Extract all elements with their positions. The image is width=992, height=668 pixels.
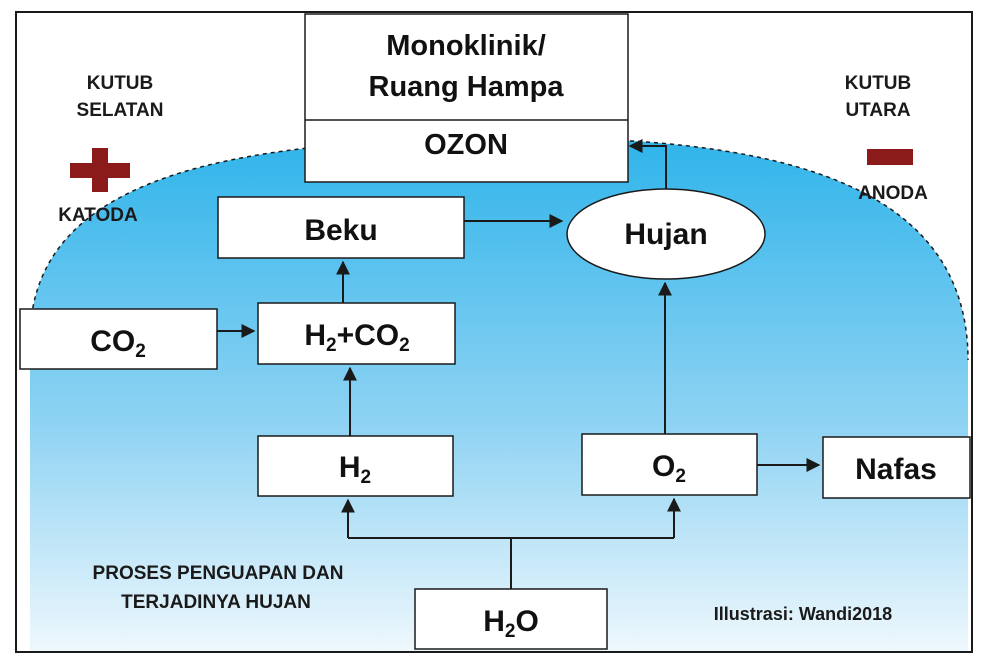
o2-node: O2 <box>581 433 758 496</box>
co2-label: CO2 <box>90 325 146 362</box>
outer-frame <box>15 11 973 653</box>
h2-node: H2 <box>257 435 454 497</box>
caption-line1: PROSES PENGUAPAN DAN <box>93 563 344 584</box>
minus-icon <box>867 149 913 165</box>
right-pole-line2: UTARA <box>845 100 910 121</box>
ozon-label: OZON <box>424 129 508 161</box>
top-box-line2: Ruang Hampa <box>369 71 565 103</box>
hujan-label: Hujan <box>624 218 707 251</box>
h2o-label: H2O <box>483 605 539 642</box>
cathode-label: KATODA <box>58 205 138 226</box>
o2-label: O2 <box>652 450 686 487</box>
plus-icon <box>70 148 130 192</box>
h2-label: H2 <box>339 451 371 488</box>
arrow-hujan-to-ozon <box>628 139 667 189</box>
connectors <box>217 139 821 589</box>
top-box: Monoklinik/ Ruang Hampa OZON <box>304 13 629 183</box>
h2-co2-node: H2+CO2 <box>257 302 456 365</box>
beku-node: Beku <box>217 196 465 259</box>
nafas-node: Nafas <box>822 436 971 499</box>
nafas-label: Nafas <box>855 453 937 486</box>
h2o-node: H2O <box>414 588 608 650</box>
left-pole: KUTUB SELATAN KATODA <box>58 73 163 226</box>
beku-label: Beku <box>304 214 377 247</box>
left-pole-line2: SELATAN <box>77 100 164 121</box>
caption-line2: TERJADINYA HUJAN <box>121 592 311 613</box>
credit-text: Illustrasi: Wandi2018 <box>714 604 892 624</box>
top-box-line1: Monoklinik/ <box>386 30 546 62</box>
anode-label: ANODA <box>858 183 928 204</box>
right-pole: KUTUB UTARA ANODA <box>845 73 928 204</box>
co2-node: CO2 <box>19 308 218 370</box>
hujan-node: Hujan <box>566 188 766 280</box>
caption: PROSES PENGUAPAN DAN TERJADINYA HUJAN <box>93 563 344 613</box>
right-pole-line1: KUTUB <box>845 73 912 94</box>
sky-dome-outline <box>29 137 969 361</box>
h2-co2-label: H2+CO2 <box>304 319 409 356</box>
left-pole-line1: KUTUB <box>87 73 154 94</box>
